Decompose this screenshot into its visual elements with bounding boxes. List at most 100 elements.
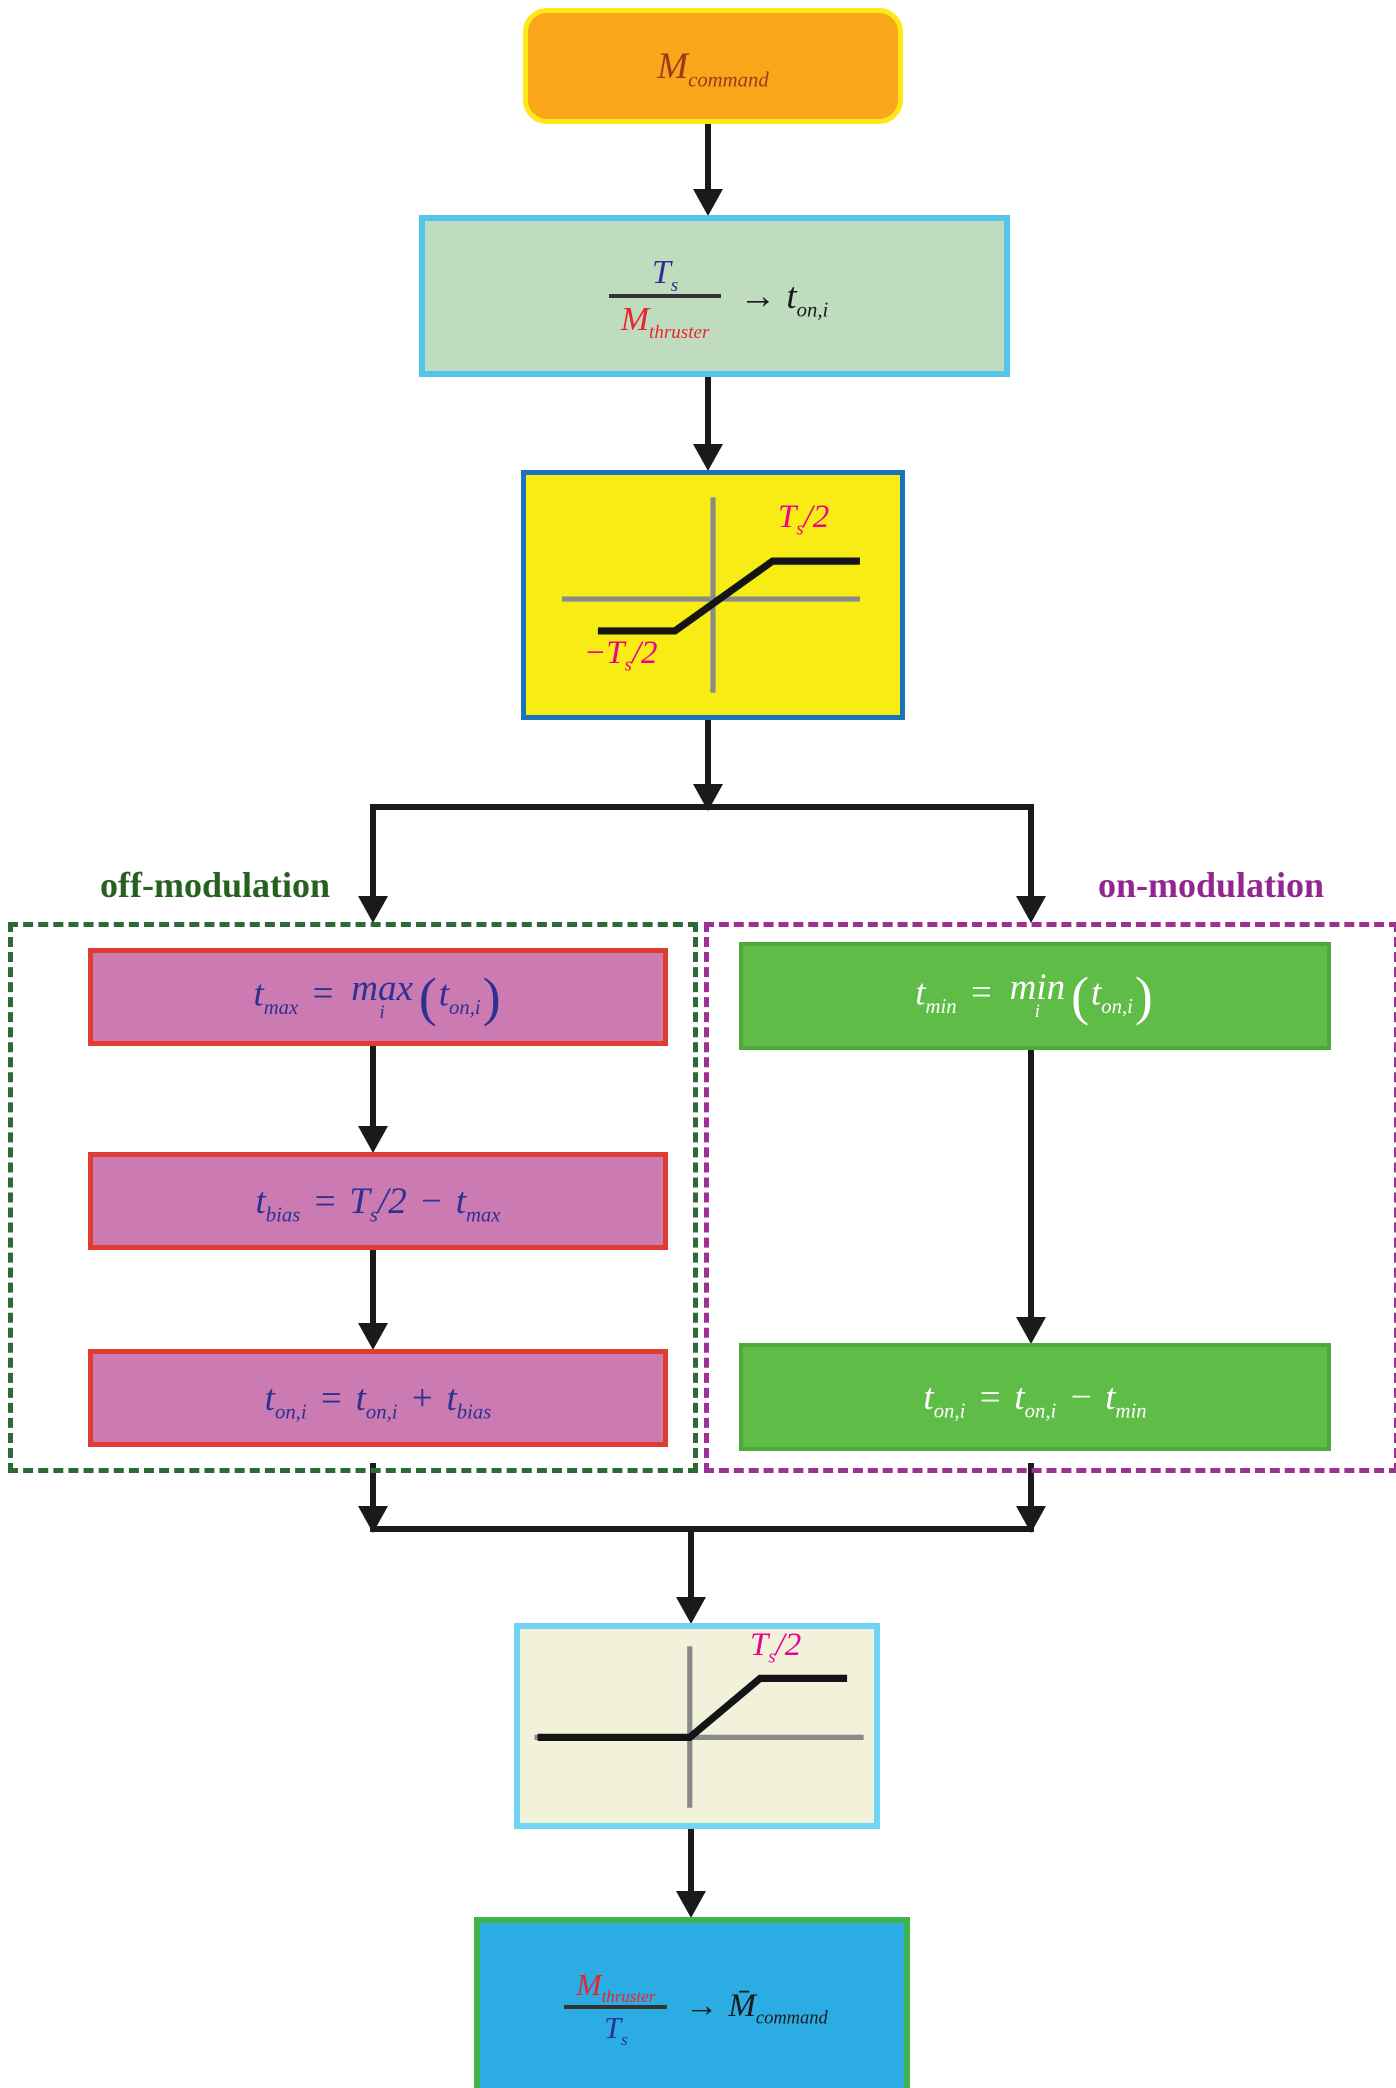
upper-limit-rest: /2 [803, 499, 830, 535]
equals-sign: = [968, 972, 994, 1014]
modified-command-moment-symbol: M̄ [728, 1988, 756, 2024]
term1-sub: s [369, 1203, 378, 1226]
term1-rest: /2 [377, 1180, 407, 1222]
fraction-numerator: Ts [640, 251, 690, 296]
arg-base: t [438, 973, 450, 1015]
flow-arrow-command-to-convert [693, 115, 723, 216]
term1-sub: on,i [1024, 1399, 1057, 1422]
fraction-bar [608, 294, 722, 298]
fn-index: i [1034, 1002, 1040, 1023]
equals-sign: = [312, 1180, 338, 1222]
minus-sign: − [1068, 1376, 1094, 1418]
lower-limit-sign: − [584, 635, 607, 671]
saturation-plot-1 [561, 497, 860, 693]
term2-base: t [1105, 1376, 1116, 1418]
lower-limit-label: −Ts/2 [584, 635, 658, 674]
upper-limit-base: T [778, 499, 797, 535]
upper-limit-label: Ts/2 [778, 499, 830, 538]
mthruster-subscript: thruster [649, 321, 710, 343]
on-modulation-label: on-modulation [1098, 865, 1325, 905]
ts-symbol: T [604, 2010, 621, 2045]
lhs-sub: on,i [933, 1399, 966, 1422]
term2-sub: min [1115, 1399, 1147, 1422]
term1-base: t [355, 1377, 366, 1419]
fraction-denominator: Ts [592, 2009, 640, 2048]
arg-sub: on,i [449, 996, 481, 1019]
arg-base: t [1090, 972, 1102, 1014]
equals-sign: = [977, 1376, 1003, 1418]
tbias-equation: tbias=Ts/2−tmax [255, 1180, 501, 1226]
equals-sign: = [318, 1377, 344, 1419]
conversion-formula: Ts Mthruster →ton,i [601, 251, 829, 343]
term2-sub: bias [456, 1400, 492, 1423]
off-modulation-group [8, 922, 698, 1473]
lhs-base: t [923, 1376, 934, 1418]
fraction-numerator: Mthruster [564, 1966, 667, 2005]
flow-arrow-tmin-to-update [1016, 1042, 1046, 1344]
flow-arrow-merge-to-saturation [676, 1532, 706, 1624]
lhs-base: t [915, 972, 926, 1014]
ontime-min-update-equation: ton,i=ton,i−tmin [923, 1376, 1147, 1422]
term2-base: t [455, 1180, 466, 1222]
equals-sign: = [310, 973, 336, 1015]
ontime-bias-update-equation: ton,i=ton,i+tbias [265, 1377, 492, 1423]
modified-command-moment-subscript: command [755, 2007, 828, 2028]
lhs-base: t [255, 1180, 266, 1222]
ontime-bias-update-node: ton,i=ton,i+tbias [88, 1349, 668, 1447]
output-result: →M̄command [675, 1988, 828, 2028]
upper-limit-label: Ts/2 [750, 1627, 802, 1666]
moment-to-ontime-conversion-node: Ts Mthruster →ton,i [419, 215, 1010, 377]
term2-base: t [446, 1377, 457, 1419]
lhs-sub: min [925, 995, 957, 1018]
ontime-to-moment-output-node: Mthruster Ts →M̄command [474, 1917, 910, 2088]
fraction: Ts Mthruster [608, 251, 722, 343]
minus-sign: − [418, 1180, 444, 1222]
upper-limit-rest: /2 [775, 1627, 802, 1663]
term1-sub: on,i [365, 1400, 398, 1423]
tbias-equation-node: tbias=Ts/2−tmax [88, 1152, 668, 1250]
ontime-subscript: on,i [796, 298, 829, 321]
mthruster-symbol: M [576, 1967, 602, 2002]
arg-sub: on,i [1101, 995, 1133, 1018]
lower-limit-sub: s [624, 654, 632, 675]
branch-merge-line [370, 1526, 1034, 1532]
output-formula: Mthruster Ts →M̄command [556, 1966, 828, 2048]
fn-name: max [351, 968, 413, 1010]
ontime-min-update-node: ton,i=ton,i−tmin [739, 1343, 1331, 1451]
lower-limit-base: T [606, 635, 625, 671]
flow-arrow-tbias-to-update [358, 1240, 388, 1350]
saturation-block-1: Ts/2 −Ts/2 [521, 470, 905, 720]
fn-name: min [1009, 967, 1066, 1009]
term1-base: t [1014, 1376, 1025, 1418]
lhs-sub: max [263, 996, 299, 1019]
lower-limit-rest: /2 [631, 635, 658, 671]
saturation-curve [597, 557, 860, 635]
mthruster-symbol: M [620, 301, 650, 338]
fraction-bar [564, 2004, 668, 2009]
flow-arrow-tmax-to-tbias [358, 1036, 388, 1153]
ts-subscript: s [670, 274, 679, 296]
maps-to-arrow: → [685, 1988, 719, 2024]
moment-symbol: M [657, 45, 689, 87]
branch-split-line [370, 804, 1034, 810]
saturation-curve [537, 1674, 848, 1742]
term2-sub: max [465, 1203, 501, 1226]
lhs-base: t [253, 973, 264, 1015]
flow-arrow-to-on-modulation [1016, 810, 1046, 923]
open-paren: ( [418, 967, 437, 1027]
mthruster-subscript: thruster [601, 1986, 656, 2006]
flow-arrow-to-off-modulation [358, 810, 388, 923]
on-modulation-group [704, 922, 1396, 1473]
conversion-result: →ton,i [729, 275, 829, 321]
saturation-plot-2 [534, 1646, 864, 1808]
ts-symbol: T [651, 253, 671, 291]
lhs-sub: bias [265, 1203, 301, 1226]
upper-limit-sub: s [768, 1646, 776, 1667]
plus-sign: + [409, 1377, 435, 1419]
fn-index: i [379, 1003, 385, 1024]
